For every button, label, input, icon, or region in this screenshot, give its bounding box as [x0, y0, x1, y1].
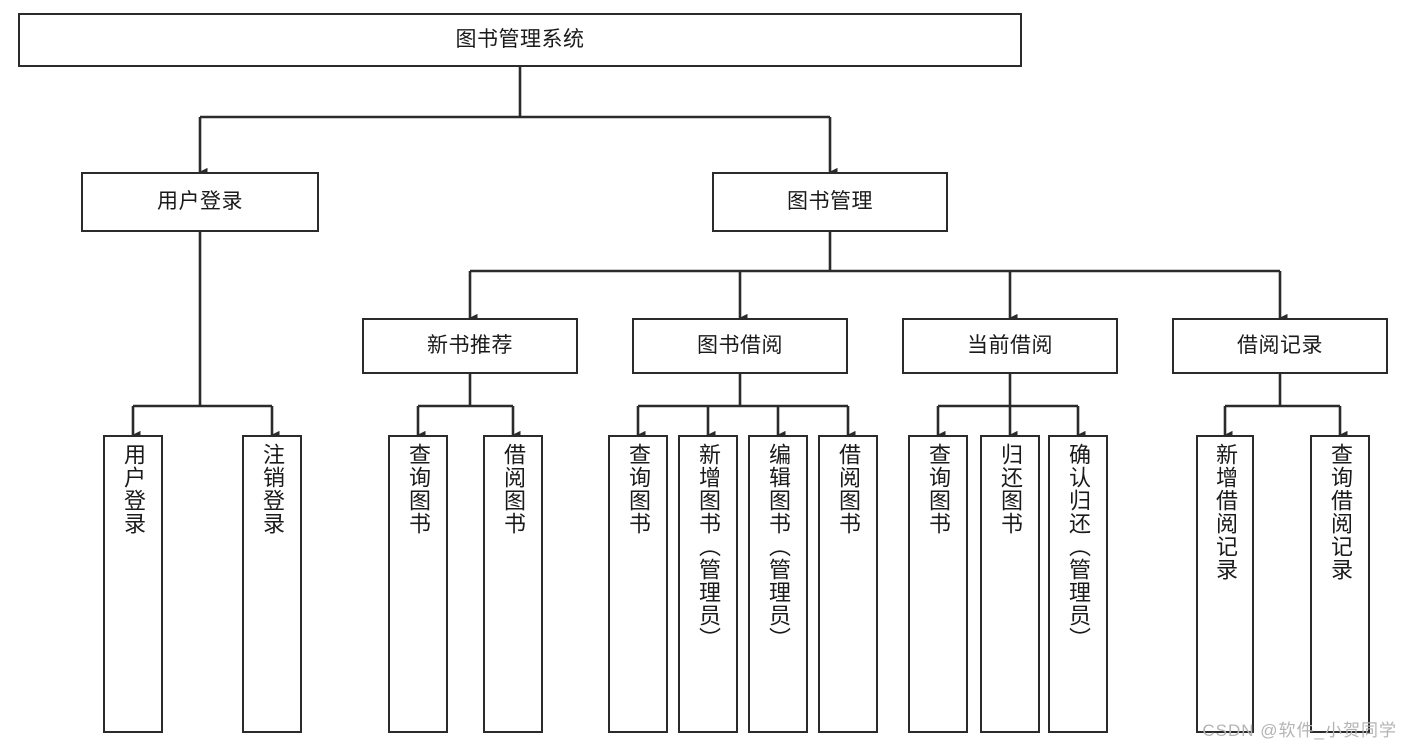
node-leaf-confirm-return[interactable]: 确认归还（管理员） [1048, 435, 1108, 733]
node-leaf-query-book-1[interactable]: 查询图书 [388, 435, 448, 733]
node-leaf-add-book-label: 新增图书（管理员） [696, 443, 721, 650]
node-current-borrow[interactable]: 当前借阅 [902, 318, 1118, 374]
node-leaf-query-book-2-label: 查询图书 [626, 443, 651, 535]
node-leaf-logout-label: 注销登录 [260, 443, 285, 535]
node-leaf-return-book-label: 归还图书 [998, 443, 1023, 535]
node-borrow-record[interactable]: 借阅记录 [1172, 318, 1388, 374]
node-leaf-edit-book[interactable]: 编辑图书（管理员） [748, 435, 808, 733]
node-leaf-query-record[interactable]: 查询借阅记录 [1310, 435, 1370, 733]
node-user-login-label: 用户登录 [157, 189, 243, 213]
node-leaf-query-book-3-label: 查询图书 [926, 443, 951, 535]
node-leaf-query-book-1-label: 查询图书 [406, 443, 431, 535]
node-leaf-query-record-label: 查询借阅记录 [1328, 443, 1353, 581]
node-leaf-confirm-return-label: 确认归还（管理员） [1066, 443, 1091, 650]
node-book-manage[interactable]: 图书管理 [712, 172, 948, 232]
node-leaf-borrow-book-2-label: 借阅图书 [836, 443, 861, 535]
node-leaf-return-book[interactable]: 归还图书 [980, 435, 1040, 733]
node-leaf-add-book[interactable]: 新增图书（管理员） [678, 435, 738, 733]
node-leaf-edit-book-label: 编辑图书（管理员） [766, 443, 791, 650]
node-leaf-add-record-label: 新增借阅记录 [1213, 443, 1238, 581]
node-new-book-rec-label: 新书推荐 [427, 333, 513, 357]
node-leaf-query-book-3[interactable]: 查询图书 [908, 435, 968, 733]
node-leaf-add-record[interactable]: 新增借阅记录 [1196, 435, 1254, 733]
node-borrow-record-label: 借阅记录 [1237, 333, 1323, 357]
node-leaf-logout[interactable]: 注销登录 [242, 435, 302, 733]
node-leaf-borrow-book-2[interactable]: 借阅图书 [818, 435, 878, 733]
node-leaf-borrow-book-1-label: 借阅图书 [501, 443, 526, 535]
node-book-borrow[interactable]: 图书借阅 [632, 318, 848, 374]
node-book-manage-label: 图书管理 [787, 189, 873, 213]
node-leaf-user-login[interactable]: 用户登录 [103, 435, 163, 733]
watermark: CSDN @软件_小贺同学 [1202, 721, 1397, 740]
node-root[interactable]: 图书管理系统 [18, 13, 1022, 67]
node-leaf-query-book-2[interactable]: 查询图书 [608, 435, 668, 733]
node-root-label: 图书管理系统 [455, 27, 585, 51]
node-leaf-borrow-book-1[interactable]: 借阅图书 [483, 435, 543, 733]
node-current-borrow-label: 当前借阅 [967, 333, 1053, 357]
node-leaf-user-login-label: 用户登录 [121, 443, 146, 535]
node-book-borrow-label: 图书借阅 [697, 333, 783, 357]
node-user-login[interactable]: 用户登录 [81, 172, 319, 232]
node-new-book-rec[interactable]: 新书推荐 [362, 318, 578, 374]
